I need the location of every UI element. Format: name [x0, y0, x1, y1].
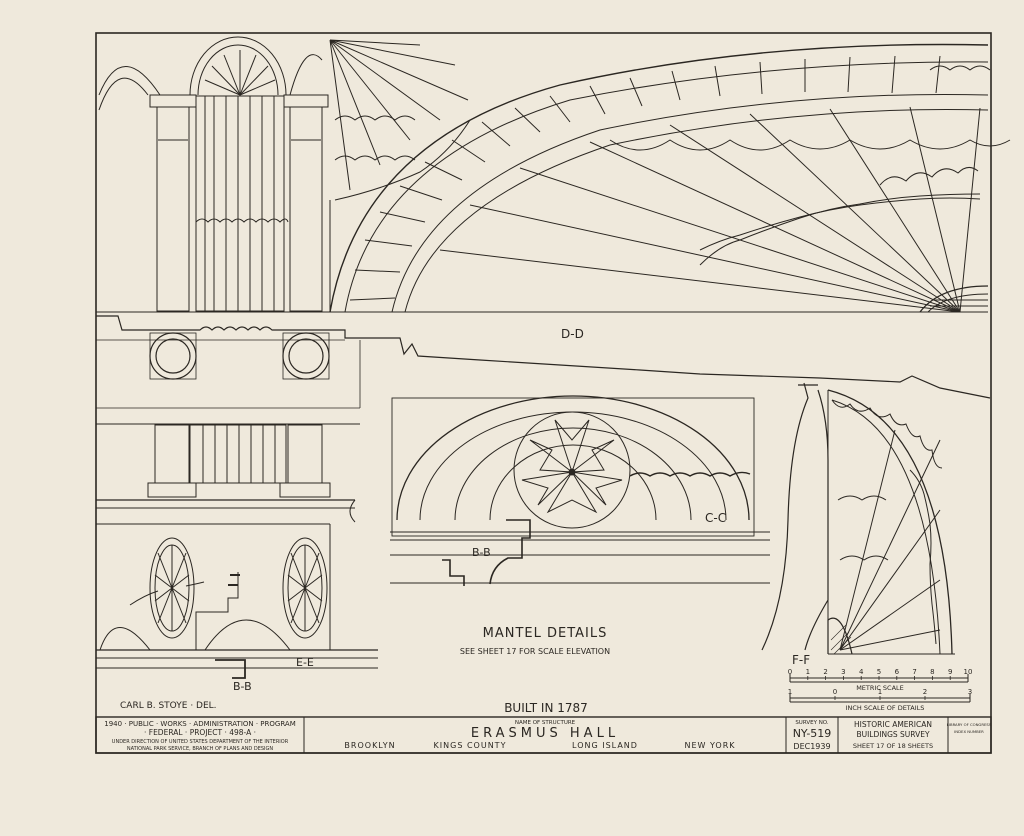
survey-date: DEC1939 [793, 742, 830, 751]
metric-scale-label: METRIC SCALE [856, 684, 904, 692]
metric-scale-ticks: 0 1 2 3 4 5 6 7 8 9 10 [788, 668, 973, 680]
scale-tick-label: 6 [895, 668, 900, 676]
library-line-2: INDEX NUMBER [954, 729, 984, 734]
scale-tick-label: 1 [878, 688, 882, 696]
scale-tick-label: 0 [788, 668, 792, 676]
elliptical-fan-ceiling-detail [329, 39, 1011, 313]
quarter-fan-detail [827, 389, 955, 655]
location-city: BROOKLYN [344, 741, 395, 750]
scale-tick-label: 2 [923, 688, 927, 696]
program-line-4: NATIONAL PARK SERVICE, BRANCH OF PLANS A… [127, 746, 274, 752]
section-label-b-b-centre: B-B [472, 546, 491, 559]
section-label-b-b-left: B-B [233, 680, 252, 693]
scale-tick-label: 1 [806, 668, 810, 676]
location-county: KINGS COUNTY [434, 741, 507, 750]
program-line-1: 1940 · PUBLIC · WORKS · ADMINISTRATION ·… [104, 720, 296, 728]
inch-scale-ticks: 1 0 1 2 3 [788, 688, 972, 700]
scale-tick-label: 3 [841, 668, 845, 676]
arched-door-elevation [98, 36, 329, 312]
scale-tick-label: 5 [877, 668, 881, 676]
scale-tick-label: 3 [968, 688, 972, 696]
built-date: BUILT IN 1787 [504, 701, 588, 715]
lower-arches-e-e [96, 572, 378, 679]
location-region: LONG ISLAND [572, 741, 638, 750]
oval-patera-right [282, 537, 328, 639]
scale-tick-label: 10 [964, 668, 973, 676]
program-line-2: · FEDERAL · PROJECT · 498-A · [144, 728, 256, 737]
profile-f-f [761, 382, 829, 651]
title-block [95, 716, 992, 754]
section-label-c-c: C-C [705, 511, 726, 525]
section-label-e-e: E-E [296, 656, 314, 669]
section-label-f-f: F-F [792, 653, 810, 667]
section-label-d-d: D-D [561, 327, 584, 341]
scale-tick-label: 0 [833, 688, 837, 696]
structure-name-caption: NAME OF STRUCTURE [515, 720, 576, 726]
delineator-credit: CARL B. STOYE · DEL. [120, 701, 217, 711]
scale-tick-label: 4 [859, 668, 864, 676]
scale-tick-label: 2 [823, 668, 827, 676]
semicircular-fan-c-c [390, 395, 770, 586]
sheet-border [95, 32, 992, 754]
survey-number: NY-519 [793, 727, 832, 740]
survey-number-caption: SURVEY NO. [795, 720, 829, 726]
location-state: NEW YORK [684, 741, 735, 750]
structure-name: ERASMUS HALL [471, 726, 619, 741]
inch-scale-label: INCH SCALE OF DETAILS [846, 704, 925, 712]
sheet-number: SHEET 17 OF 18 SHEETS [853, 742, 933, 750]
scale-tick-label: 1 [788, 688, 792, 696]
oval-patera-left [129, 537, 205, 639]
column-base-elevation [96, 423, 360, 650]
scale-tick-label: 9 [948, 668, 952, 676]
habs-line-2: BUILDINGS SURVEY [856, 730, 929, 739]
habs-line-1: HISTORIC AMERICAN [854, 720, 932, 729]
scale-tick-label: 8 [930, 668, 934, 676]
cornice-profile-d-d [96, 311, 991, 409]
mantel-details-title: MANTEL DETAILS [483, 626, 608, 641]
mantel-details-note: SEE SHEET 17 FOR SCALE ELEVATION [460, 647, 610, 656]
library-line-1: LIBRARY OF CONGRESS [947, 722, 992, 727]
scale-tick-label: 7 [912, 668, 916, 676]
program-line-3: UNDER DIRECTION OF UNITED STATES DEPARTM… [112, 739, 289, 745]
